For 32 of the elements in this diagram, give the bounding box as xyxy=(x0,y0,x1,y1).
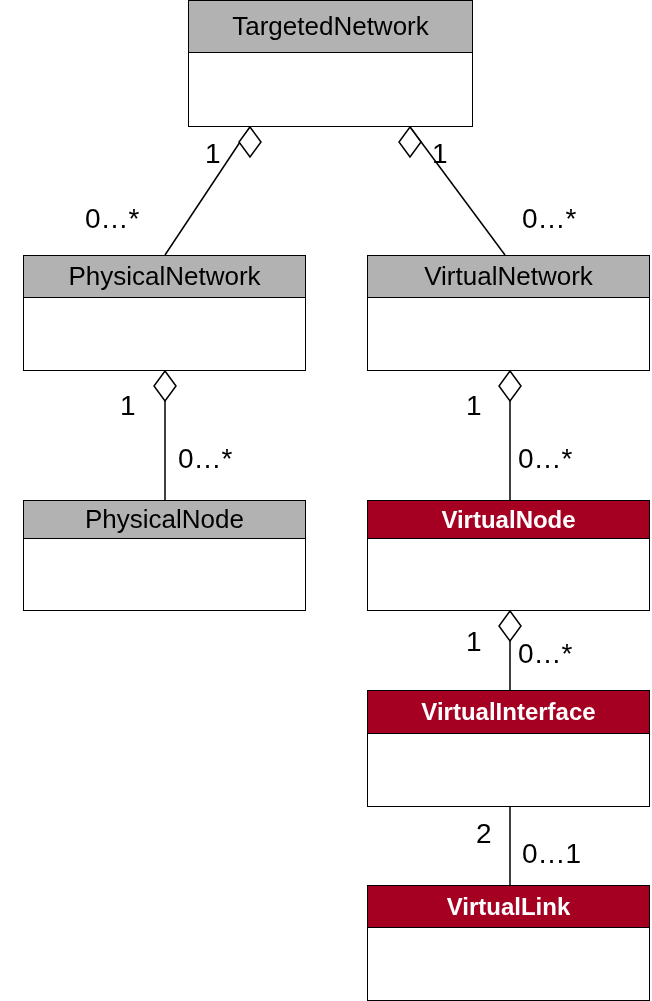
multiplicity-label: 0…* xyxy=(518,445,573,473)
class-name-header: PhysicalNetwork xyxy=(24,256,305,298)
class-name-header: VirtualNetwork xyxy=(368,256,649,298)
multiplicity-label: 2 xyxy=(476,820,492,848)
multiplicity-label: 1 xyxy=(432,140,448,168)
class-name-header: VirtualLink xyxy=(368,886,649,928)
aggregation-line xyxy=(498,370,522,501)
class-name-header: PhysicalNode xyxy=(24,501,305,539)
class-box xyxy=(23,500,306,611)
multiplicity-label: 1 xyxy=(466,628,482,656)
aggregation-line xyxy=(498,610,522,691)
multiplicity-label: 1 xyxy=(120,392,136,420)
class-box xyxy=(367,500,650,611)
multiplicity-label: 0…* xyxy=(518,640,573,668)
multiplicity-label: 0…1 xyxy=(522,840,582,868)
class-name-header: VirtualInterface xyxy=(368,691,649,734)
class-box xyxy=(188,0,473,127)
class-box xyxy=(367,255,650,371)
multiplicity-label: 1 xyxy=(205,140,221,168)
class-name-header: VirtualNode xyxy=(368,501,649,539)
aggregation-line xyxy=(153,370,177,501)
class-box xyxy=(23,255,306,371)
multiplicity-label: 0…* xyxy=(522,205,577,233)
association-line xyxy=(509,806,511,886)
multiplicity-label: 0…* xyxy=(85,205,140,233)
class-name-header: TargetedNetwork xyxy=(189,1,472,53)
aggregation-line xyxy=(164,126,262,256)
multiplicity-label: 1 xyxy=(466,392,482,420)
class-box xyxy=(367,885,650,1001)
multiplicity-label: 0…* xyxy=(178,445,233,473)
aggregation-line xyxy=(398,126,506,256)
class-box xyxy=(367,690,650,807)
